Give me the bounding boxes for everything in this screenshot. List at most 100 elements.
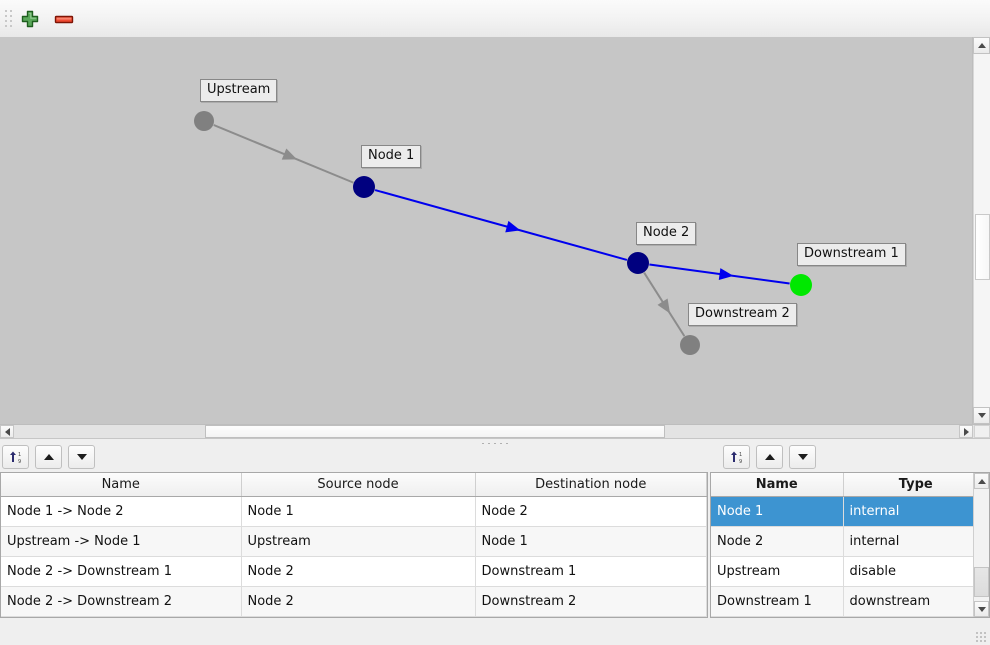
triangle-up-icon <box>977 43 986 48</box>
graph-node-label-upstream[interactable]: Upstream <box>200 79 278 102</box>
sort-icon: 1 9 <box>730 451 742 465</box>
arrow-up-icon <box>764 454 775 460</box>
edge-arrowhead-upstream-node1 <box>281 148 297 160</box>
nodes-vertical-scrollbar[interactable] <box>973 473 989 617</box>
vertical-scroll-thumb[interactable] <box>975 214 990 280</box>
horizontal-scroll-thumb[interactable] <box>205 425 665 438</box>
connections-cell-destination[interactable]: Downstream 2 <box>475 586 707 617</box>
connections-cell-name[interactable]: Node 2 -> Downstream 1 <box>1 556 242 587</box>
graph-edge-node2-downstream1[interactable] <box>649 263 790 285</box>
scroll-left-button[interactable] <box>0 425 14 438</box>
nodes-cell-type[interactable]: internal <box>843 526 989 557</box>
graph-svg <box>194 111 812 355</box>
connections-move-down-button[interactable] <box>68 445 95 469</box>
svg-text:9: 9 <box>18 459 21 465</box>
graph-node-downstream1[interactable] <box>790 274 812 296</box>
nodes-scroll-thumb[interactable] <box>974 567 989 597</box>
canvas-vertical-scrollbar[interactable] <box>972 37 990 424</box>
connections-column-header-1[interactable]: Source node <box>241 473 476 497</box>
connections-cell-source[interactable]: Upstream <box>241 526 476 557</box>
graph-node-label-downstream1[interactable]: Downstream 1 <box>797 243 906 266</box>
connections-cell-name[interactable]: Node 1 -> Node 2 <box>1 496 242 527</box>
connections-cell-destination[interactable]: Node 2 <box>475 496 707 527</box>
graph-node-label-downstream2[interactable]: Downstream 2 <box>688 303 797 326</box>
connections-cell-source[interactable]: Node 1 <box>241 496 476 527</box>
edge-arrowhead-node1-node2 <box>505 220 521 233</box>
nodes-move-down-button[interactable] <box>789 445 816 469</box>
graph-node-downstream2[interactable] <box>680 335 700 355</box>
graph-node-label-node2[interactable]: Node 2 <box>636 222 697 245</box>
nodes-column-header-0[interactable]: Name <box>711 473 844 497</box>
triangle-down-icon <box>977 413 986 418</box>
connections-cell-destination[interactable]: Node 1 <box>475 526 707 557</box>
connections-move-up-button[interactable] <box>35 445 62 469</box>
main-toolbar <box>0 0 990 38</box>
remove-node-button[interactable] <box>47 4 81 34</box>
graph-node-upstream[interactable] <box>194 111 214 131</box>
graph-node-node2[interactable] <box>627 252 649 274</box>
minus-icon <box>54 15 74 23</box>
add-node-button[interactable] <box>13 4 47 34</box>
arrow-down-icon <box>76 454 87 460</box>
toolbar-drag-handle[interactable] <box>3 8 13 30</box>
graph-node-node1[interactable] <box>353 176 375 198</box>
nodes-cell-type[interactable]: disable <box>843 556 989 587</box>
graph-edge-node1-node2[interactable] <box>374 189 628 261</box>
nodes-cell-type[interactable]: internal <box>843 496 989 527</box>
node-layer <box>194 111 812 355</box>
connections-sort-button[interactable]: 1 9 <box>2 445 29 469</box>
graph-edge-upstream-node1[interactable] <box>213 124 354 184</box>
connections-toolbar: 1 9 <box>0 444 708 470</box>
nodes-sort-button[interactable]: 1 9 <box>723 445 750 469</box>
pane-splitter[interactable] <box>0 439 990 448</box>
edge-layer <box>213 124 790 337</box>
nodes-cell-name[interactable]: Node 2 <box>711 526 844 557</box>
connections-cell-source[interactable]: Node 2 <box>241 556 476 587</box>
connections-cell-destination[interactable]: Downstream 1 <box>475 556 707 587</box>
connections-cell-name[interactable]: Node 2 -> Downstream 2 <box>1 586 242 617</box>
nodes-scroll-down-button[interactable] <box>974 601 989 617</box>
svg-text:9: 9 <box>739 459 742 465</box>
edge-arrowhead-node2-downstream2 <box>657 298 671 314</box>
connections-column-header-0[interactable]: Name <box>1 473 242 497</box>
arrow-down-icon <box>797 454 808 460</box>
canvas-horizontal-scrollbar[interactable] <box>0 424 990 439</box>
scrollbar-corner <box>974 425 990 438</box>
vertical-scroll-track[interactable] <box>973 54 990 407</box>
nodes-cell-type[interactable]: downstream <box>843 586 989 617</box>
nodes-cell-name[interactable]: Upstream <box>711 556 844 587</box>
graph-node-label-node1[interactable]: Node 1 <box>361 145 422 168</box>
connections-column-header-2[interactable]: Destination node <box>475 473 707 497</box>
svg-text:1: 1 <box>739 452 742 458</box>
connections-cell-source[interactable]: Node 2 <box>241 586 476 617</box>
scroll-down-button[interactable] <box>973 407 990 424</box>
arrow-up-icon <box>43 454 54 460</box>
nodes-column-header-1[interactable]: Type <box>843 473 989 497</box>
connections-cell-name[interactable]: Upstream -> Node 1 <box>1 526 242 557</box>
scroll-right-button[interactable] <box>959 425 973 438</box>
nodes-toolbar: 1 9 <box>710 444 990 470</box>
scroll-up-button[interactable] <box>973 37 990 54</box>
nodes-move-up-button[interactable] <box>756 445 783 469</box>
nodes-cell-name[interactable]: Node 1 <box>711 496 844 527</box>
resize-grip-icon[interactable] <box>976 632 986 642</box>
nodes-cell-name[interactable]: Downstream 1 <box>711 586 844 617</box>
nodes-scroll-up-button[interactable] <box>974 473 989 489</box>
plus-icon <box>21 10 39 27</box>
